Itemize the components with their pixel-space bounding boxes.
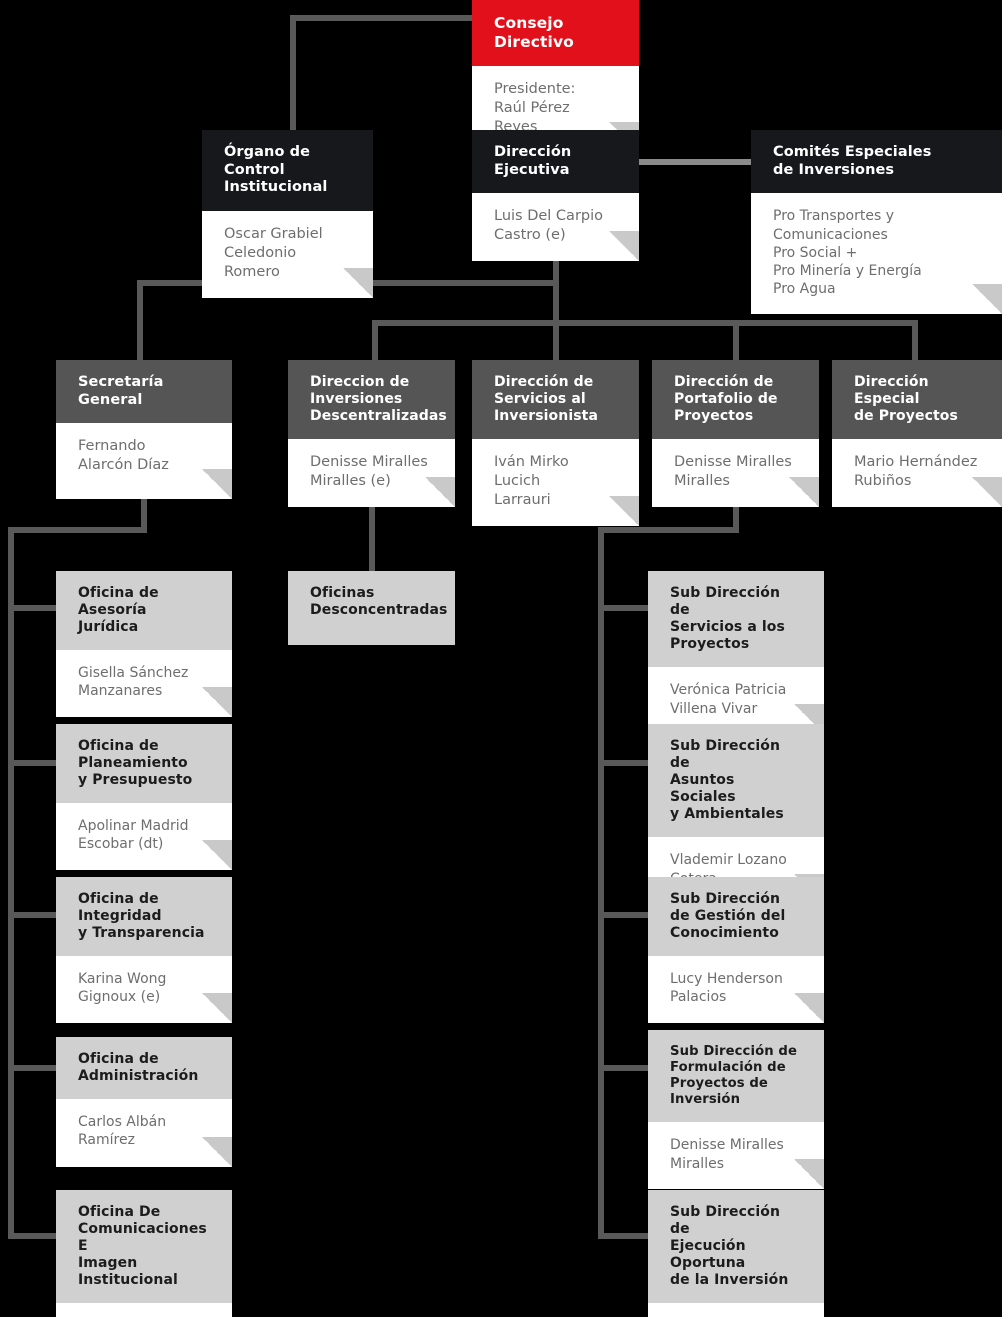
node-oficina-integridad-transparencia[interactable]: Oficina de Integridad y Transparencia Ka…	[56, 877, 232, 1023]
node-direccion-portafolio-proyectos[interactable]: Dirección de Portafolio de Proyectos Den…	[652, 360, 819, 507]
node-title: Dirección Especial de Proyectos	[832, 360, 1002, 440]
node-body: Karina Wong Gignoux (e)	[56, 956, 232, 1023]
node-body: Verónica Patricia Villena Vivar	[648, 667, 824, 735]
node-sub-direccion-formulacion-proyectos[interactable]: Sub Dirección de Formulación de Proyecto…	[648, 1030, 824, 1190]
node-title: Oficina de Asesoría Jurídica	[56, 571, 232, 651]
connector-portafolio-drop	[733, 499, 739, 533]
node-consejo-directivo[interactable]: Consejo Directivo Presidente: Raúl Pérez…	[472, 0, 639, 153]
connector-stub-comunicaciones	[8, 1233, 60, 1239]
node-body: Denisse Miralles Miralles	[648, 1122, 824, 1190]
node-title: Oficina de Planeamiento y Presupuesto	[56, 724, 232, 804]
connector-drop-especial	[912, 320, 918, 360]
node-body: Verónica Patricia Villena Vivar (e)	[648, 1303, 824, 1317]
node-body: Apolinar Madrid Escobar (dt)	[56, 803, 232, 870]
connector-stub-sub-formulacion	[598, 1065, 650, 1071]
node-body: Pro Transportes y Comunicaciones Pro Soc…	[751, 193, 1002, 315]
node-secretaria-general[interactable]: Secretaría General Fernando Alarcón Díaz	[56, 360, 232, 499]
connector-drop-secretaria	[137, 280, 143, 360]
node-direccion-inversiones-descentralizadas[interactable]: Direccion de Inversiones Descentralizada…	[288, 360, 455, 507]
connector-ejecutiva-trunk	[553, 253, 559, 325]
node-title: Secretaría General	[56, 360, 232, 424]
node-title: Sub Dirección de Asuntos Sociales y Ambi…	[648, 724, 824, 838]
connector-drop-portafolio	[733, 320, 739, 360]
node-title: Sub Dirección de Formulación de Proyecto…	[648, 1030, 824, 1123]
node-title: Consejo Directivo	[472, 0, 639, 66]
node-title: Sub Dirección de Gestión del Conocimient…	[648, 877, 824, 957]
node-direccion-ejecutiva[interactable]: Dirección Ejecutiva Luis Del Carpio Cast…	[472, 130, 639, 262]
node-title: Comités Especiales de Inversiones	[751, 130, 1002, 194]
node-organo-control-institucional[interactable]: Órgano de Control Institucional Oscar Gr…	[202, 130, 373, 298]
connector-consejo-to-organo-horizontal	[290, 15, 472, 21]
connector-stub-planeamiento	[8, 760, 60, 766]
node-direccion-servicios-inversionista[interactable]: Dirección de Servicios al Inversionista …	[472, 360, 639, 526]
node-oficina-planeamiento-presupuesto[interactable]: Oficina de Planeamiento y Presupuesto Ap…	[56, 724, 232, 870]
node-title: Dirección Ejecutiva	[472, 130, 639, 194]
node-title: Sub Dirección de Servicios a los Proyect…	[648, 571, 824, 668]
connector-drop-inversiones-desc	[372, 320, 378, 360]
node-title: Oficina de Administración	[56, 1037, 232, 1100]
connector-drop-servicios-inv	[553, 320, 559, 360]
connector-secretaria-elbow	[8, 527, 147, 533]
node-body: Oscar Grabiel Celedonio Romero	[202, 211, 373, 298]
node-body: Carlos Albán Ramírez	[56, 1099, 232, 1167]
node-direccion-especial-proyectos[interactable]: Dirección Especial de Proyectos Mario He…	[832, 360, 1002, 507]
connector-secretaria-drop	[141, 499, 147, 533]
node-title: Dirección de Servicios al Inversionista	[472, 360, 639, 440]
connector-inversiones-to-oficinas	[369, 499, 375, 571]
node-sub-direccion-servicios-proyectos[interactable]: Sub Dirección de Servicios a los Proyect…	[648, 571, 824, 735]
connector-stub-asesoria	[8, 605, 60, 611]
connector-stub-sub-asuntos	[598, 760, 650, 766]
connector-stub-sub-gestion	[598, 912, 650, 918]
node-body: Denisse Miralles Miralles (e)	[288, 439, 455, 507]
node-title: Direccion de Inversiones Descentralizada…	[288, 360, 455, 440]
node-body: Luis Del Carpio Castro (e)	[472, 193, 639, 262]
connector-left-spine	[8, 527, 14, 1239]
connector-bus-lower	[372, 320, 918, 326]
node-body: Iván Mirko Lucich Larrauri	[472, 439, 639, 526]
node-sub-direccion-asuntos-sociales[interactable]: Sub Dirección de Asuntos Sociales y Ambi…	[648, 724, 824, 905]
connector-stub-administracion	[8, 1065, 60, 1071]
node-body: Gisella Sánchez Manzanares	[56, 650, 232, 717]
connector-stub-sub-servicios	[598, 605, 650, 611]
node-sub-direccion-ejecucion-oportuna[interactable]: Sub Dirección de Ejecución Oportuna de l…	[648, 1190, 824, 1317]
node-body: Denisse Miralles Miralles	[652, 439, 819, 507]
node-oficina-asesoria-juridica[interactable]: Oficina de Asesoría Jurídica Gisella Sán…	[56, 571, 232, 717]
node-body: Fernando Alarcón Díaz	[56, 423, 232, 499]
node-title: Oficina de Integridad y Transparencia	[56, 877, 232, 957]
node-comites-especiales-inversiones[interactable]: Comités Especiales de Inversiones Pro Tr…	[751, 130, 1002, 315]
node-title: Oficina De Comunicaciones E Imagen Insti…	[56, 1190, 232, 1304]
node-title: Sub Dirección de Ejecución Oportuna de l…	[648, 1190, 824, 1304]
connector-consejo-to-organo-vertical	[290, 15, 296, 131]
connector-ejecutiva-to-comites	[639, 159, 751, 165]
connector-stub-sub-ejecucion	[598, 1233, 650, 1239]
node-body: Lucy Henderson Palacios	[648, 956, 824, 1023]
connector-portafolio-elbow	[598, 527, 739, 533]
connector-stub-integridad	[8, 912, 60, 918]
node-title: Oficinas Desconcentradas	[288, 571, 455, 645]
node-oficinas-desconcentradas[interactable]: Oficinas Desconcentradas	[288, 571, 455, 645]
node-oficina-comunicaciones-imagen[interactable]: Oficina De Comunicaciones E Imagen Insti…	[56, 1190, 232, 1317]
node-body: José Carlos González Figuerola	[56, 1303, 232, 1317]
node-title: Dirección de Portafolio de Proyectos	[652, 360, 819, 440]
connector-right-spine	[598, 527, 604, 1239]
node-title: Órgano de Control Institucional	[202, 130, 373, 212]
node-body: Mario Hernández Rubiños	[832, 439, 1002, 507]
node-sub-direccion-gestion-conocimiento[interactable]: Sub Dirección de Gestión del Conocimient…	[648, 877, 824, 1023]
node-oficina-administracion[interactable]: Oficina de Administración Carlos Albán R…	[56, 1037, 232, 1167]
